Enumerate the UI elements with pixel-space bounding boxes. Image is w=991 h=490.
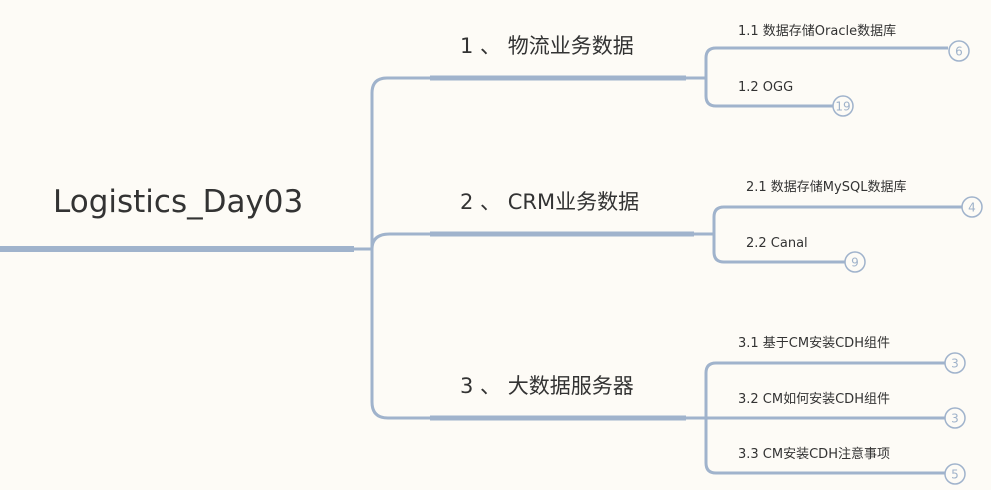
count-badge-text: 6 bbox=[955, 45, 963, 59]
leaf-label: 3.1 基于CM安装CDH组件 bbox=[738, 336, 890, 351]
leaf-node[interactable]: 1.2 OGG 19 bbox=[738, 80, 854, 117]
leaf-label: 3.3 CM安装CDH注意事项 bbox=[738, 446, 890, 462]
branch-2-connector bbox=[694, 205, 962, 264]
branch-label: 2 、 CRM业务数据 bbox=[460, 190, 639, 214]
count-badge-text: 4 bbox=[968, 201, 976, 215]
leaf-node[interactable]: 2.1 数据存储MySQL数据库 4 bbox=[746, 179, 983, 218]
leaf-label: 2.1 数据存储MySQL数据库 bbox=[746, 179, 906, 195]
root-connector bbox=[354, 76, 430, 420]
root-label: Logistics_Day03 bbox=[53, 184, 303, 220]
leaf-node[interactable]: 2.2 Canal 9 bbox=[746, 236, 866, 273]
count-badge[interactable] bbox=[948, 40, 970, 62]
leaf-label: 3.2 CM如何安装CDH组件 bbox=[738, 391, 890, 407]
leaf-node[interactable]: 1.1 数据存储Oracle数据库 6 bbox=[738, 23, 970, 62]
count-badge[interactable] bbox=[944, 352, 966, 374]
count-badge-text: 3 bbox=[951, 357, 959, 371]
branch-node-1[interactable]: 1 、 物流业务数据 bbox=[430, 34, 686, 81]
branch-label: 1 、 物流业务数据 bbox=[460, 34, 634, 58]
branch-node-3[interactable]: 3 、 大数据服务器 bbox=[430, 374, 686, 421]
count-badge-text: 9 bbox=[851, 256, 859, 270]
leaf-node[interactable]: 3.1 基于CM安装CDH组件 3 bbox=[738, 336, 966, 374]
count-badge[interactable] bbox=[944, 407, 966, 429]
leaf-node[interactable]: 3.3 CM安装CDH注意事项 5 bbox=[738, 446, 966, 485]
count-badge[interactable] bbox=[832, 95, 854, 117]
leaf-node[interactable]: 3.2 CM如何安装CDH组件 3 bbox=[738, 391, 966, 429]
count-badge-text: 19 bbox=[835, 100, 850, 114]
leaf-label: 1.1 数据存储Oracle数据库 bbox=[738, 23, 896, 39]
branch-label: 3 、 大数据服务器 bbox=[460, 374, 634, 398]
count-badge[interactable] bbox=[844, 251, 866, 273]
root-node[interactable]: Logistics_Day03 bbox=[0, 184, 354, 252]
count-badge-text: 3 bbox=[951, 412, 959, 426]
branch-node-2[interactable]: 2 、 CRM业务数据 bbox=[430, 190, 694, 237]
branch-3-connector bbox=[686, 361, 945, 475]
leaf-label: 2.2 Canal bbox=[746, 236, 808, 251]
leaf-label: 1.2 OGG bbox=[738, 80, 793, 95]
count-badge[interactable] bbox=[944, 463, 966, 485]
branch-1-connector bbox=[686, 46, 948, 108]
count-badge-text: 5 bbox=[951, 468, 959, 482]
count-badge[interactable] bbox=[961, 196, 983, 218]
